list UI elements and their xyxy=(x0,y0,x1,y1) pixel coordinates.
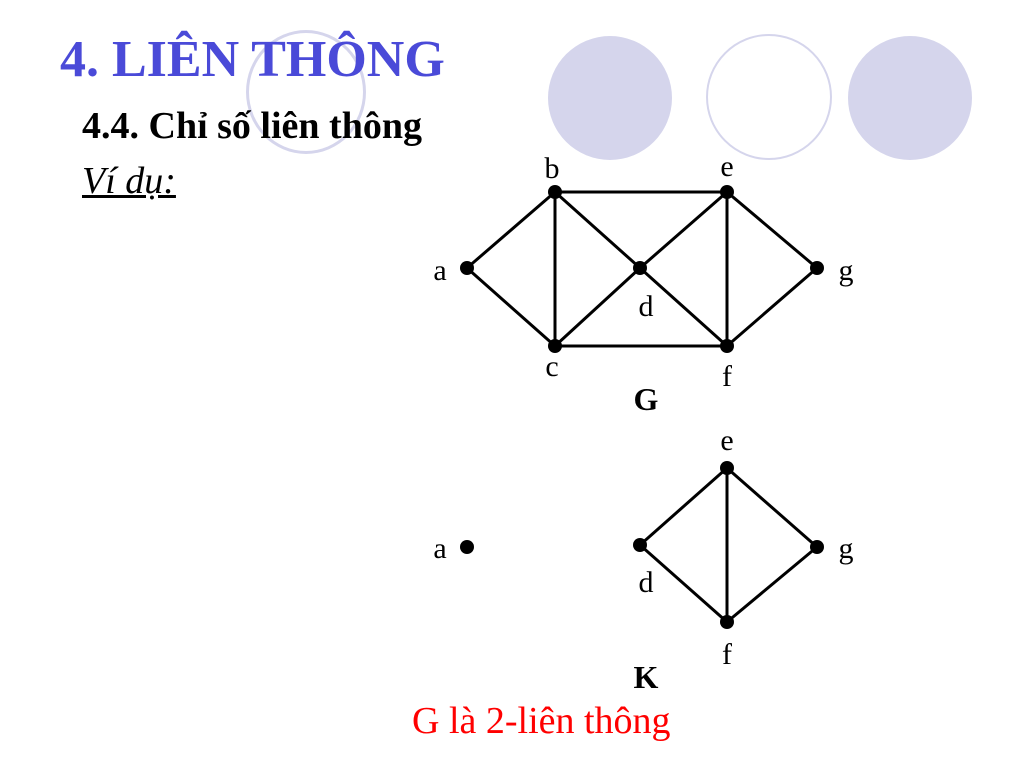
decor-circle-outline-left xyxy=(246,30,366,154)
vertex-label-K-a: a xyxy=(433,532,446,565)
edge-K-df xyxy=(639,543,728,624)
vertex-K-e xyxy=(720,461,734,475)
slide-title: 4. LIÊN THÔNG xyxy=(60,31,445,88)
vertex-K-g xyxy=(810,540,824,554)
edge-K-de xyxy=(639,466,728,547)
graph-name-G: G xyxy=(634,381,659,417)
edge-G-eg xyxy=(726,190,818,270)
edge-K-fg xyxy=(726,545,818,624)
vertex-G-c xyxy=(548,339,562,353)
edge-K-eg xyxy=(726,466,818,549)
vertex-G-g xyxy=(810,261,824,275)
vertex-G-e xyxy=(720,185,734,199)
edge-G-bd xyxy=(554,190,641,270)
decor-circle-outline-right xyxy=(706,34,832,160)
vertex-label-G-g: g xyxy=(839,254,854,287)
edge-G-ac xyxy=(466,266,556,348)
vertex-label-G-f: f xyxy=(722,360,732,393)
example-label: Ví dụ: xyxy=(82,160,176,202)
edge-G-de xyxy=(639,190,728,270)
decor-circle-filled-2 xyxy=(848,36,972,160)
vertex-K-a xyxy=(460,540,474,554)
vertex-K-f xyxy=(720,615,734,629)
conclusion-caption: G là 2-liên thông xyxy=(412,700,671,742)
edge-G-ab xyxy=(466,190,556,270)
vertex-G-b xyxy=(548,185,562,199)
vertex-label-K-f: f xyxy=(722,638,732,671)
decor-circle-filled-1 xyxy=(548,36,672,160)
section-heading: 4.4. Chỉ số liên thông xyxy=(82,105,422,147)
vertex-G-d xyxy=(633,261,647,275)
vertex-label-G-b: b xyxy=(545,152,560,185)
graph-name-K: K xyxy=(634,659,659,695)
vertex-label-G-a: a xyxy=(433,254,446,287)
graph-K: a d e f gK xyxy=(433,424,853,695)
edge-G-df xyxy=(638,266,729,348)
vertex-G-a xyxy=(460,261,474,275)
edge-G-fg xyxy=(726,266,818,348)
edge-G-cd xyxy=(553,266,642,348)
vertex-label-G-e: e xyxy=(720,150,733,183)
graph-G: a b c d e f gG xyxy=(433,150,853,417)
vertex-G-f xyxy=(720,339,734,353)
vertex-K-d xyxy=(633,538,647,552)
vertex-label-K-d: d xyxy=(639,566,654,599)
vertex-label-G-d: d xyxy=(639,290,654,323)
vertex-label-G-c: c xyxy=(545,350,558,383)
vertex-label-K-g: g xyxy=(839,532,854,565)
vertex-label-K-e: e xyxy=(720,424,733,457)
